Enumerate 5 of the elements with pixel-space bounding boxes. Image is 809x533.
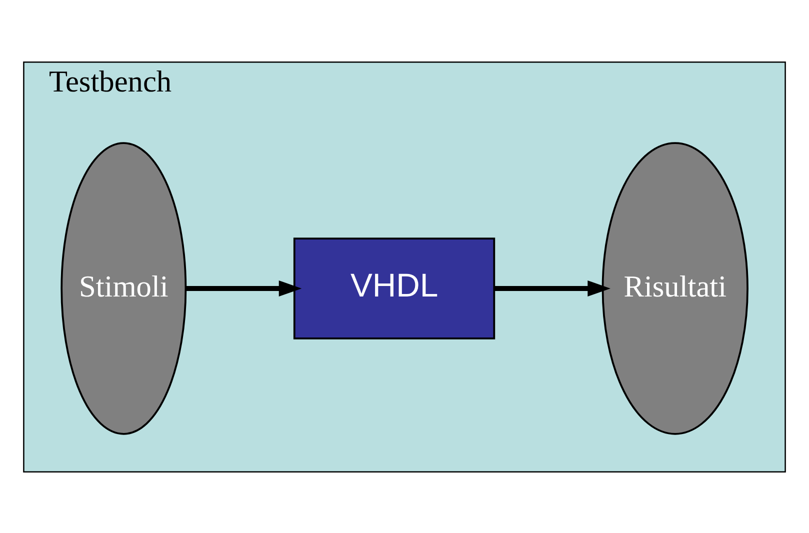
node-ellipse: Stimoli [60,142,187,434]
arrow [186,280,302,296]
arrow [494,280,610,296]
node-box: VHDL [293,237,496,339]
node-ellipse: Risultati [602,142,748,434]
